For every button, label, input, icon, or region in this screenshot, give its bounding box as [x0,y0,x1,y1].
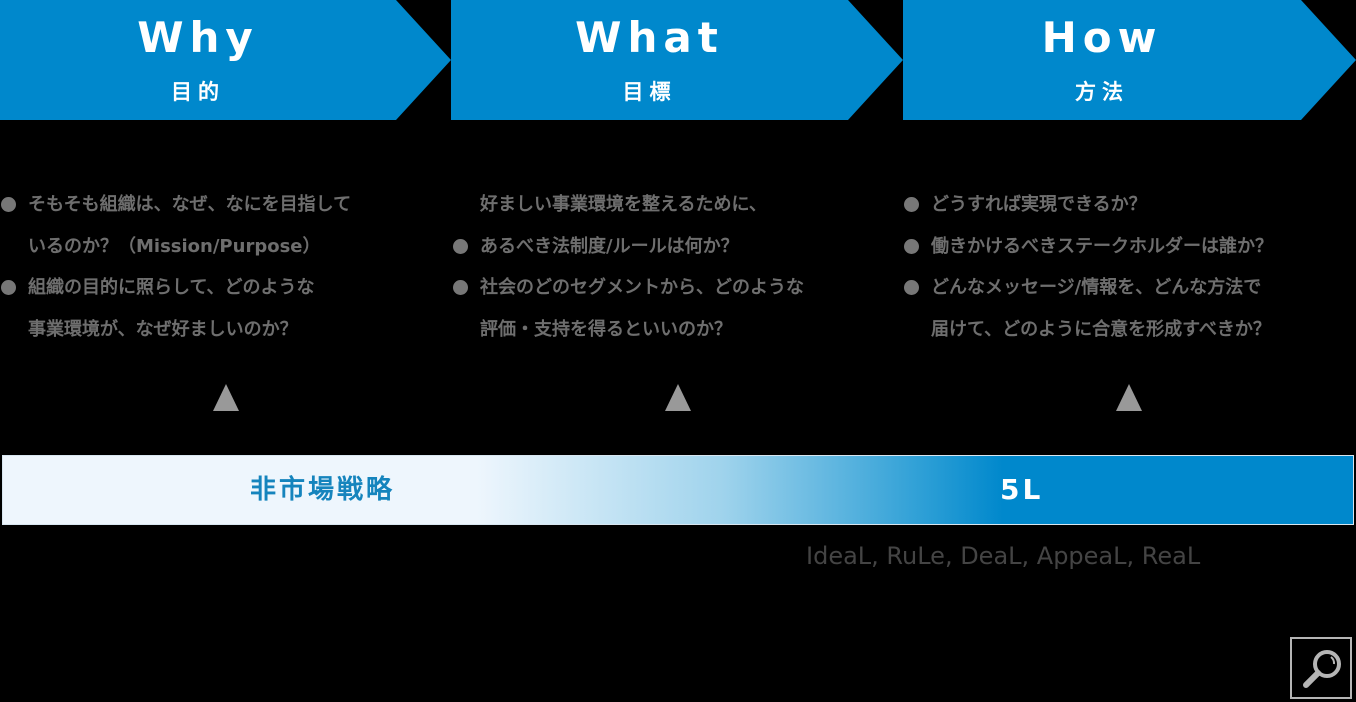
stage-how-subtitle: 方法 [1075,80,1129,104]
stage-how-arrow: How 方法 [903,0,1356,120]
stage-how-title: How [1041,13,1163,62]
enlarge-button[interactable] [1290,637,1352,699]
triangle-up-icon [213,384,239,411]
list-item: いるのか？（Mission/Purpose） [28,235,321,257]
strategy-band: 非市場戦略 5L [2,455,1354,525]
stage-what-arrow: What 目標 [451,0,903,120]
list-item: 評価・支持を得るといいのか？ [480,318,732,340]
stage-what-subtitle: 目標 [622,80,677,104]
five-l-caption: IdeaL, RuLe, DeaL, AppeaL, ReaL [806,542,1201,570]
list-item: 社会のどのセグメントから、どのような [453,267,804,309]
list-item: そもそも組織は、なぜ、なにを目指して [1,184,351,226]
stage-why-subtitle: 目的 [171,80,225,104]
non-market-strategy-label: 非市場戦略 [250,475,396,505]
triangle-up-icon [1116,384,1142,411]
stage-why-arrow: Why 目的 [0,0,451,120]
list-item: 好ましい事業環境を整えるために、 [480,194,767,215]
list-item: 事業環境が、なぜ好ましいのか？ [28,318,298,340]
stage-why-title: Why [137,13,259,62]
list-item: どんなメッセージ/情報を、どんな方法で [904,267,1273,309]
list-item: あるべき法制度/ルールは何か？ [453,226,804,268]
list-item: どうすれば実現できるか？ [904,184,1273,226]
what-description: 好ましい事業環境を整えるために、 あるべき法制度/ルールは何か？ 社会のどのセグ… [453,184,804,350]
magnifier-icon [1303,650,1341,688]
stage-what-title: What [575,13,724,62]
five-l-label: 5L [1000,473,1044,506]
why-description: そもそも組織は、なぜ、なにを目指して いるのか？（Mission/Purpose… [1,184,351,350]
how-description: どうすれば実現できるか？ 働きかけるべきステークホルダーは誰か？ どんなメッセー… [904,184,1273,350]
triangle-up-icon [665,384,691,411]
list-item: 届けて、どのように合意を形成すべきか？ [931,318,1271,340]
list-item: 組織の目的に照らして、どのような [1,267,351,309]
list-item: 働きかけるべきステークホルダーは誰か？ [904,226,1273,268]
